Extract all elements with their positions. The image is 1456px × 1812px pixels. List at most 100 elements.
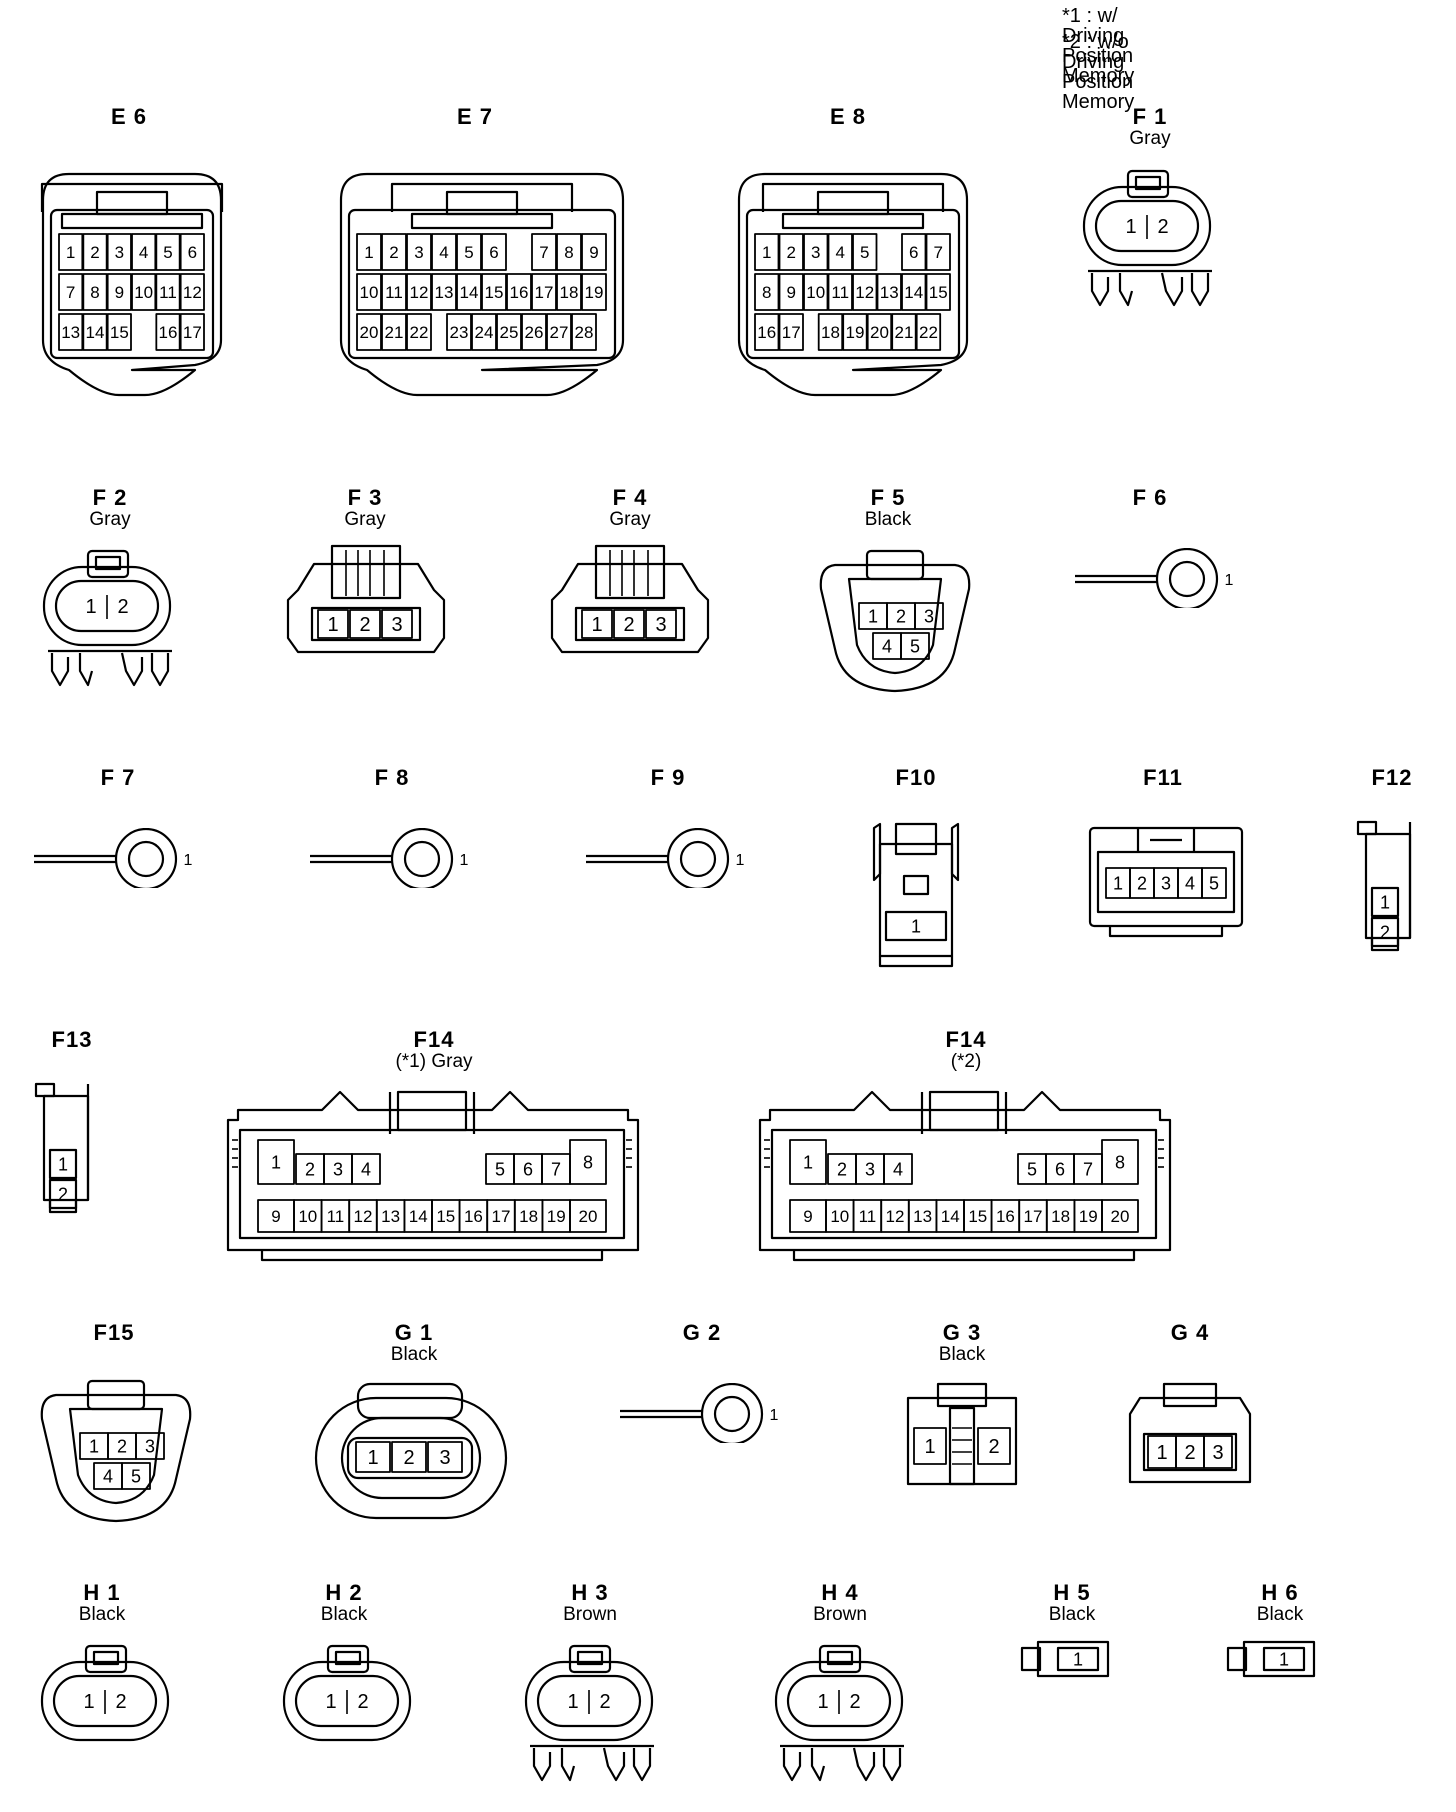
- pin-f11-3: 3: [1161, 873, 1171, 893]
- connector-code-f14b: F14: [945, 1027, 987, 1052]
- pin-f1-2: 2: [1157, 216, 1168, 238]
- pin-f5-3: 3: [924, 606, 934, 626]
- pin-f14b-18: 18: [1051, 1207, 1070, 1226]
- pin-f5-5: 5: [910, 636, 920, 656]
- pin-e8-3: 3: [811, 243, 820, 262]
- pin-e8-5: 5: [860, 243, 869, 262]
- connector-color-h6: Black: [1256, 1604, 1304, 1625]
- pin-f14a-12: 12: [354, 1207, 373, 1226]
- connector-code-h1: H 1: [83, 1580, 121, 1605]
- pin-e7-18: 18: [560, 283, 579, 302]
- connector-code-f15: F15: [93, 1320, 135, 1345]
- pin-h4-1: 1: [817, 1691, 828, 1713]
- pin-e8-13: 13: [880, 283, 899, 302]
- pin-e8-2: 2: [787, 243, 796, 262]
- connector-code-g3: G 3: [942, 1320, 982, 1345]
- pin-e6-14: 14: [86, 323, 105, 342]
- pin-f9-1: 1: [736, 852, 745, 869]
- pin-f14a-13: 13: [381, 1207, 400, 1226]
- connector-g2-drawing: 1: [620, 1383, 779, 1443]
- pin-f14a-5: 5: [495, 1159, 505, 1179]
- connector-code-f7: F 7: [100, 765, 136, 790]
- pin-g4-1: 1: [1156, 1442, 1167, 1464]
- connector-f12-drawing: 12: [1356, 820, 1412, 952]
- connector-color-f5: Black: [864, 509, 912, 530]
- pin-f14b-16: 16: [996, 1207, 1015, 1226]
- pin-g1-2: 2: [403, 1447, 414, 1469]
- pin-f14a-4: 4: [361, 1159, 371, 1179]
- pin-f14a-11: 11: [327, 1207, 345, 1226]
- pin-e8-9: 9: [787, 283, 796, 302]
- connector-h6-drawing: 1: [1226, 1640, 1316, 1678]
- pin-f14a-1: 1: [271, 1152, 281, 1172]
- pin-f15-2: 2: [117, 1436, 127, 1456]
- pin-f4-3: 3: [655, 614, 666, 636]
- pin-f14b-9: 9: [803, 1207, 812, 1226]
- pin-f14a-2: 2: [305, 1159, 315, 1179]
- connector-color-f3: Gray: [344, 509, 386, 530]
- pin-f11-5: 5: [1209, 873, 1219, 893]
- pin-e7-14: 14: [460, 283, 479, 302]
- pin-h4-2: 2: [849, 1691, 860, 1713]
- connector-color-f14a: (*1) Gray: [395, 1051, 473, 1072]
- pin-e6-10: 10: [134, 283, 153, 302]
- pin-f2-1: 1: [85, 596, 96, 618]
- pin-f14b-17: 17: [1024, 1207, 1043, 1226]
- pin-f14b-6: 6: [1055, 1159, 1065, 1179]
- connector-code-f3: F 3: [347, 485, 383, 510]
- connector-f10-drawing: 1: [872, 822, 960, 968]
- connector-f9-drawing: 1: [586, 828, 745, 888]
- pin-f5-4: 4: [882, 636, 892, 656]
- connector-code-f4: F 4: [612, 485, 648, 510]
- connector-code-f9: F 9: [650, 765, 686, 790]
- pin-e8-17: 17: [782, 323, 801, 342]
- connector-color-h5: Black: [1048, 1604, 1096, 1625]
- connector-code-h2: H 2: [325, 1580, 363, 1605]
- pin-e8-4: 4: [836, 243, 845, 262]
- connector-color-h4: Brown: [813, 1604, 867, 1625]
- pin-f5-1: 1: [868, 606, 878, 626]
- pin-e7-22: 22: [410, 323, 429, 342]
- connector-color-h2: Black: [320, 1604, 368, 1625]
- pin-f14a-9: 9: [271, 1207, 280, 1226]
- pin-h2-1: 1: [325, 1691, 336, 1713]
- pin-e8-18: 18: [821, 323, 840, 342]
- pin-e7-23: 23: [450, 323, 469, 342]
- pin-f14a-15: 15: [436, 1207, 455, 1226]
- pin-e6-4: 4: [139, 243, 148, 262]
- pin-e8-11: 11: [831, 283, 849, 302]
- pin-f10-1: 1: [911, 916, 921, 936]
- pin-f8-1: 1: [460, 852, 469, 869]
- pin-f12-2: 2: [1380, 922, 1390, 942]
- pin-f14b-10: 10: [830, 1207, 849, 1226]
- pin-e7-19: 19: [585, 283, 604, 302]
- pin-e6-2: 2: [90, 243, 99, 262]
- connector-f6-drawing: 1: [1075, 548, 1234, 608]
- pin-f14a-6: 6: [523, 1159, 533, 1179]
- connector-f7-drawing: 1: [34, 828, 193, 888]
- pin-f3-1: 1: [327, 614, 338, 636]
- pin-f14b-2: 2: [837, 1159, 847, 1179]
- pin-e6-9: 9: [115, 283, 124, 302]
- pin-f14b-1: 1: [803, 1152, 813, 1172]
- pin-e6-11: 11: [159, 283, 177, 302]
- pin-e8-21: 21: [894, 323, 913, 342]
- pin-e7-8: 8: [564, 243, 573, 262]
- pin-e7-12: 12: [410, 283, 429, 302]
- connector-code-f2: F 2: [92, 485, 128, 510]
- pin-f14b-7: 7: [1083, 1159, 1093, 1179]
- pin-f1-1: 1: [1125, 216, 1136, 238]
- connector-code-h6: H 6: [1261, 1580, 1299, 1605]
- pin-g3-1: 1: [924, 1436, 935, 1458]
- pin-f4-1: 1: [591, 614, 602, 636]
